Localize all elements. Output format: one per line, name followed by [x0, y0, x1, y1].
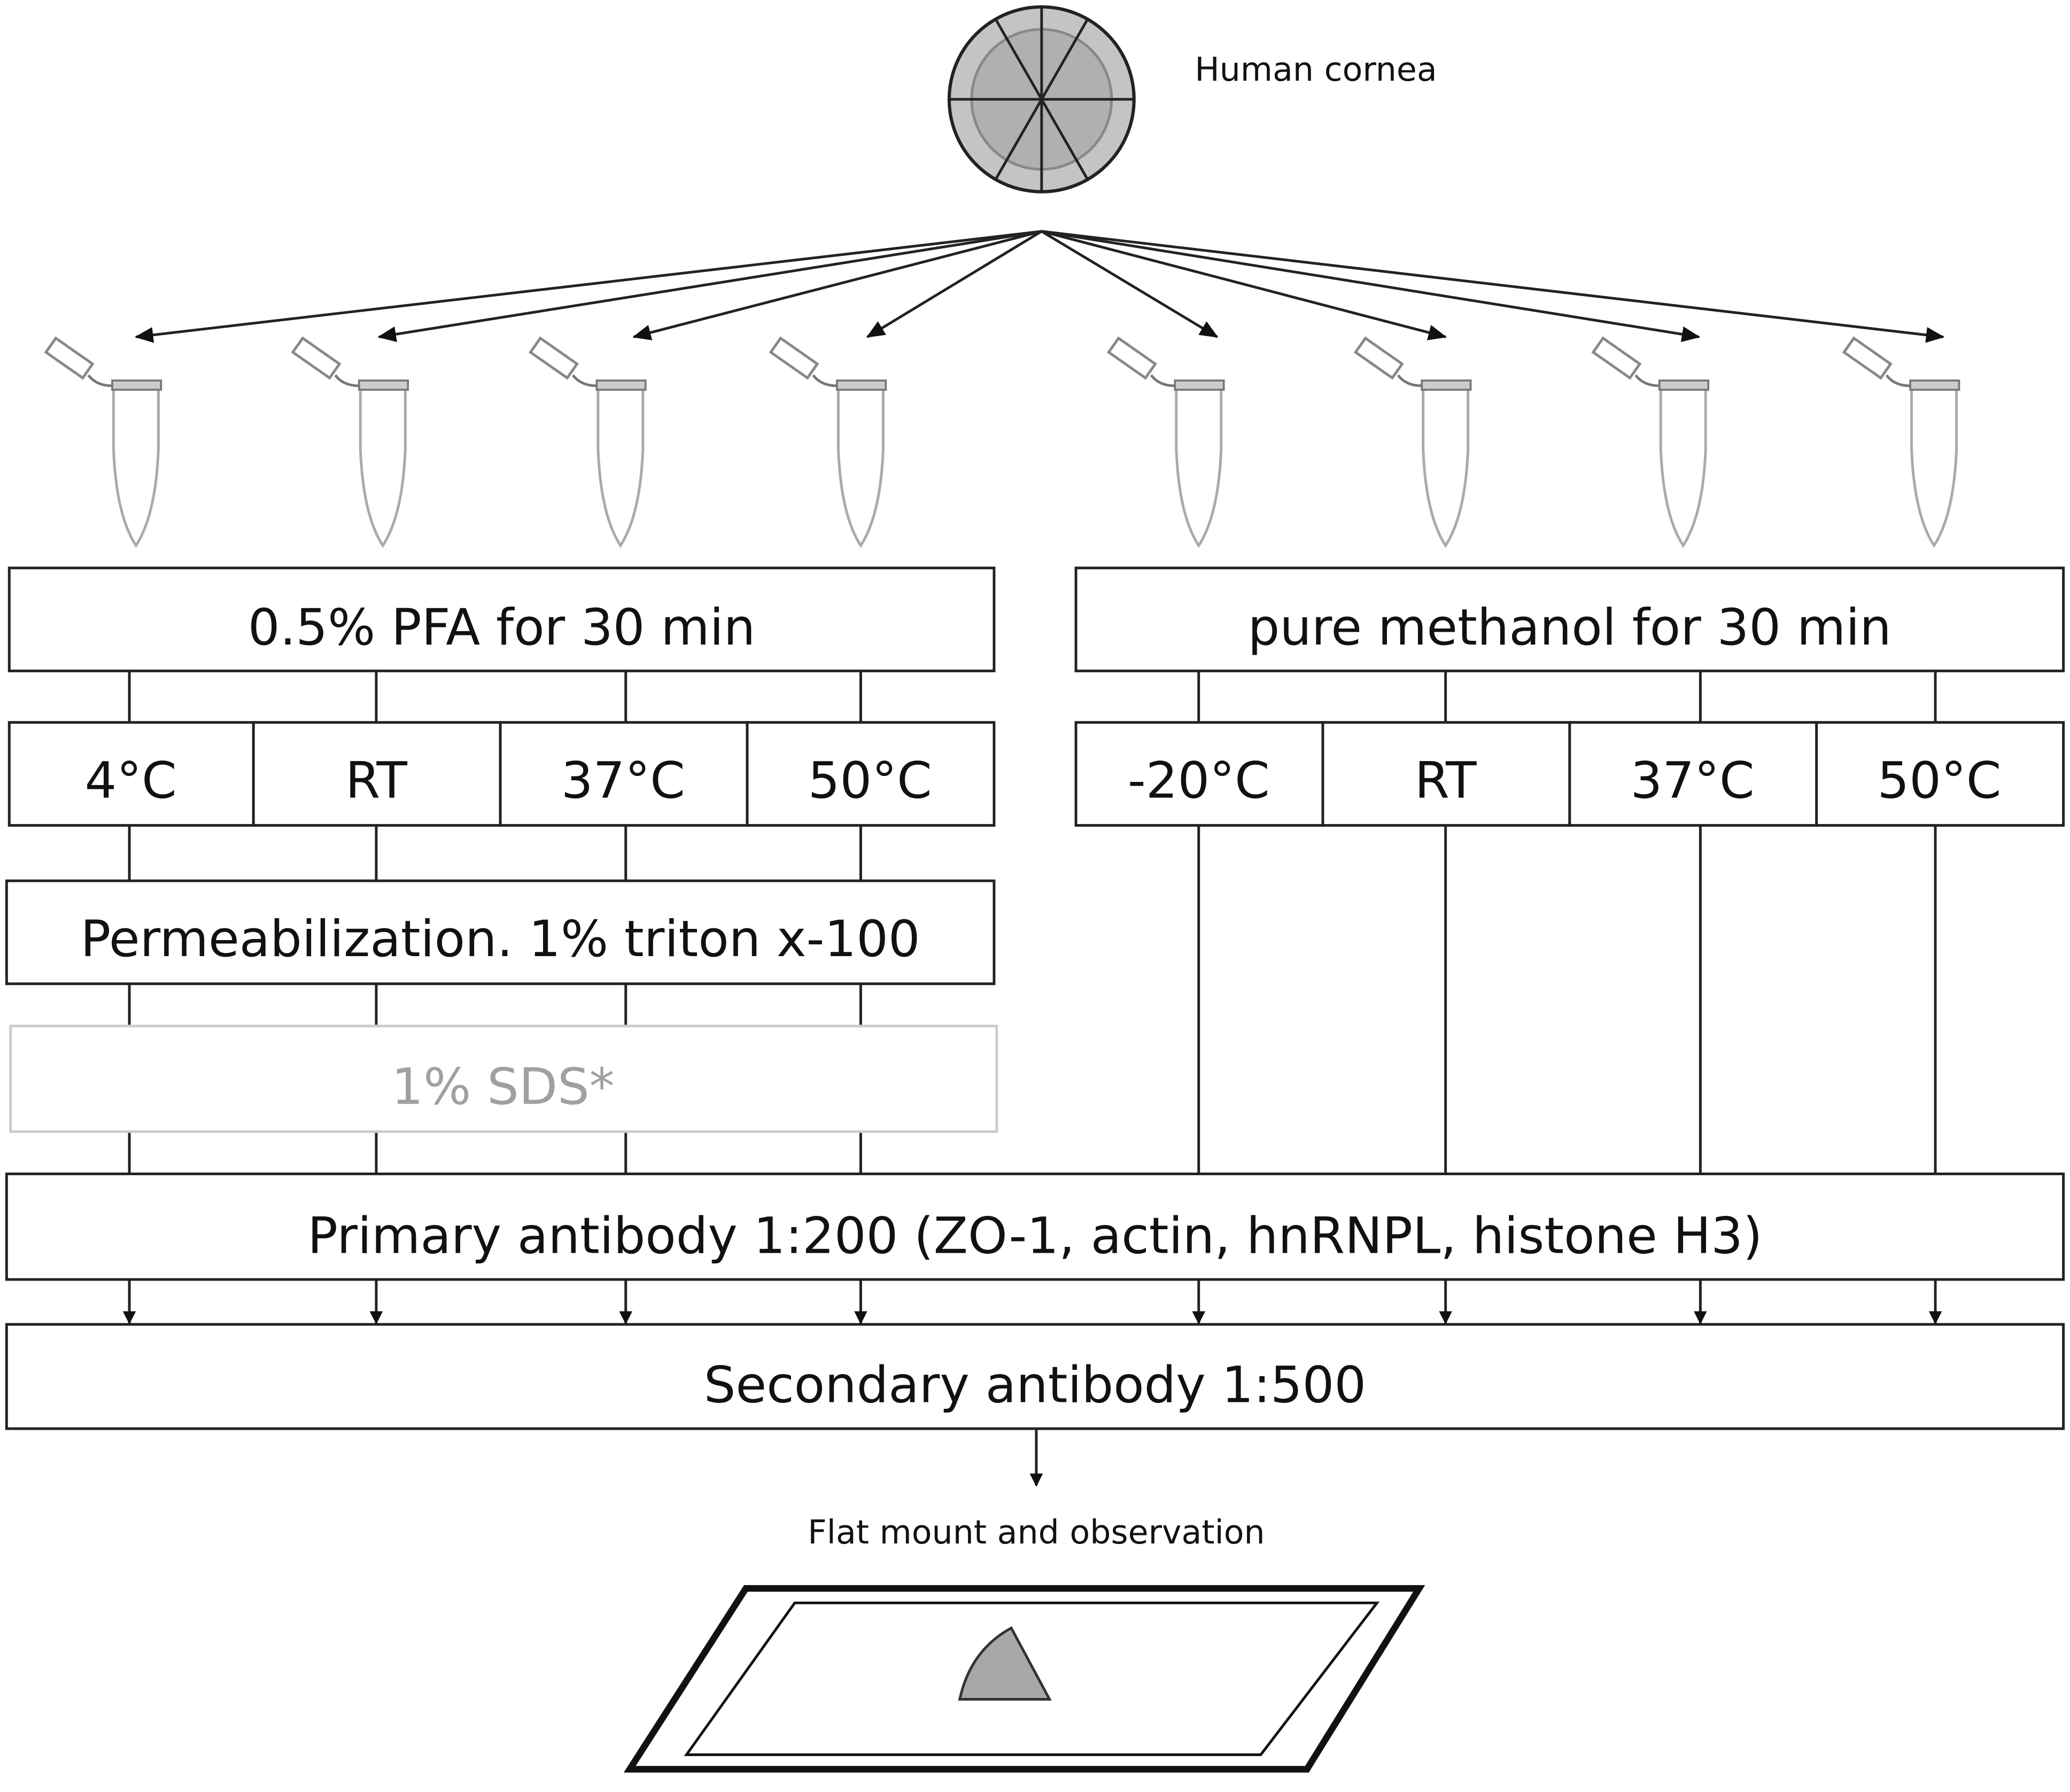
pfa-temperature-row: 4°C RT 37°C 50°C: [7, 721, 996, 827]
pfa-fixation-box: [7, 567, 996, 672]
connectors: [122, 671, 1942, 1487]
pfa-fixation-label: 0.5% PFA for 30 min: [248, 599, 755, 657]
secondary-antibody-box: [5, 1323, 2065, 1430]
tube-icon: [769, 336, 887, 548]
methanol-temperature-row: -20°C RT 37°C 50°C: [1074, 721, 2065, 827]
tube-icon: [529, 336, 647, 548]
primary-antibody-label: Primary antibody 1:200 (ZO-1, actin, hnR…: [307, 1207, 1762, 1266]
permeabilization-label: Permeabilization. 1% triton x-100: [81, 910, 920, 968]
methanol-temp-cell: RT: [1415, 751, 1477, 810]
secondary-antibody-label: Secondary antibody 1:500: [704, 1356, 1366, 1415]
methanol-fixation-box: [1074, 567, 2065, 672]
tube-icon: [291, 336, 409, 548]
tube-icon: [1353, 336, 1472, 548]
cornea-label: Human cornea: [1195, 50, 1437, 89]
final-step-label: Flat mount and observation: [808, 1513, 1265, 1551]
pfa-temp-cell: 37°C: [561, 751, 685, 810]
cornea-wedge-icon: [958, 1626, 1052, 1701]
permeabilization-box: [5, 879, 996, 986]
sds-box: [9, 1025, 998, 1133]
pfa-temp-cell: RT: [345, 751, 407, 810]
primary-antibody-box: [5, 1172, 2065, 1281]
methanol-temp-cell: 37°C: [1631, 751, 1755, 810]
microscope-slide-icon: [623, 1585, 1425, 1773]
tube-icon: [44, 336, 162, 548]
methanol-temp-cell: -20°C: [1128, 751, 1270, 810]
distribution-arrows: [134, 230, 1945, 343]
pfa-temp-cell: 50°C: [808, 751, 932, 810]
cornea-icon: [947, 5, 1136, 193]
methanol-temp-cell: 50°C: [1878, 751, 2002, 810]
tube-icon: [1106, 336, 1225, 548]
sds-label: 1% SDS*: [392, 1058, 615, 1116]
tube-icon: [1842, 336, 1960, 548]
tubes: [44, 336, 1960, 548]
methanol-fixation-label: pure methanol for 30 min: [1248, 599, 1891, 657]
pfa-temp-cell: 4°C: [84, 751, 176, 810]
tube-icon: [1591, 336, 1710, 548]
